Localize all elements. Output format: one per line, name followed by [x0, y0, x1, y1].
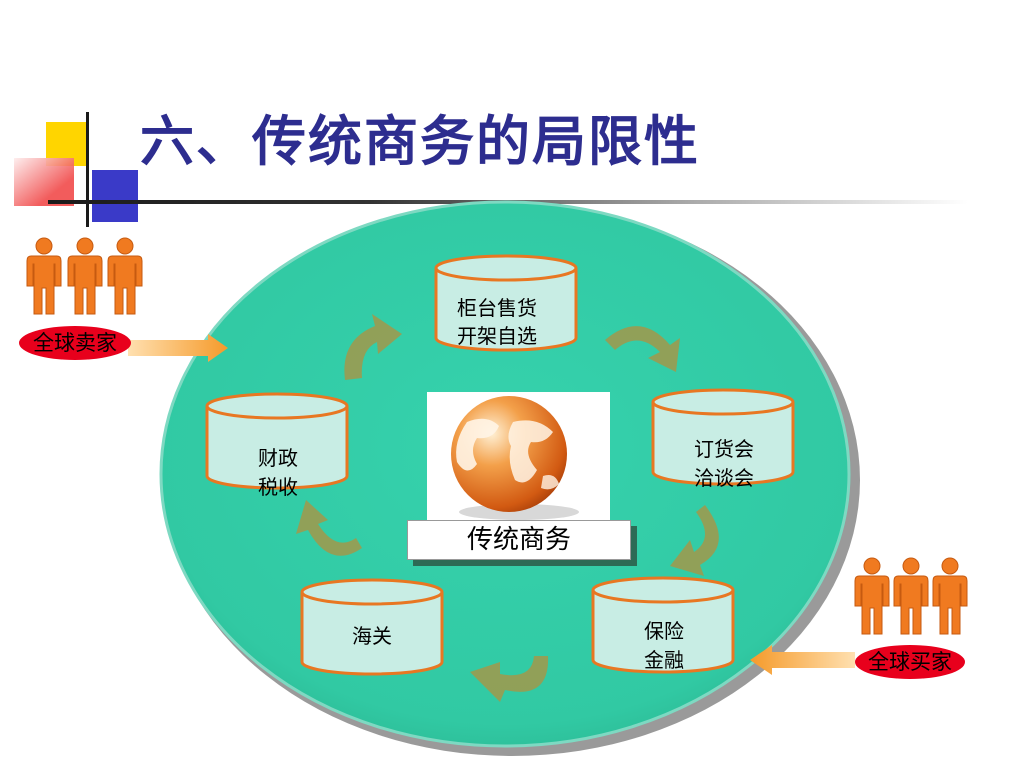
node-finance-line1: 保险	[644, 619, 684, 643]
people-icon	[854, 557, 968, 635]
node-tax-line1: 财政	[258, 446, 298, 470]
node-fair-line1: 订货会	[694, 437, 754, 461]
node-tax-line2: 税收	[258, 475, 298, 499]
buyers-label: 全球买家	[855, 645, 965, 679]
globe-icon	[451, 396, 579, 520]
globe-box	[427, 392, 610, 522]
people-icon	[26, 237, 143, 315]
node-counter-line1: 柜台售货	[457, 296, 537, 320]
center-label: 传统商务	[407, 520, 631, 560]
cycle-arrow-icon	[296, 500, 362, 556]
node-fair: 订货会 洽谈会	[651, 388, 795, 490]
node-finance: 保险 金融	[591, 576, 735, 674]
node-counter: 柜台售货 开架自选	[434, 254, 578, 352]
node-customs: 海关	[300, 578, 444, 676]
cycle-arrow-icon	[470, 656, 549, 702]
node-counter-line2: 开架自选	[457, 324, 537, 348]
right-arrow-icon	[128, 334, 228, 362]
node-finance-line2: 金融	[644, 648, 684, 672]
cycle-arrow-icon	[605, 326, 680, 372]
slide-title: 六、传统商务的局限性	[140, 110, 700, 173]
node-tax: 财政 税收	[205, 392, 349, 499]
cycle-arrow-icon	[670, 505, 719, 576]
node-customs-line1: 海关	[352, 624, 392, 648]
left-arrow-icon	[750, 645, 855, 675]
title-decoration	[14, 112, 138, 227]
node-fair-line2: 洽谈会	[694, 466, 754, 490]
sellers-label: 全球卖家	[19, 326, 131, 360]
cycle-arrow-icon	[344, 314, 402, 380]
